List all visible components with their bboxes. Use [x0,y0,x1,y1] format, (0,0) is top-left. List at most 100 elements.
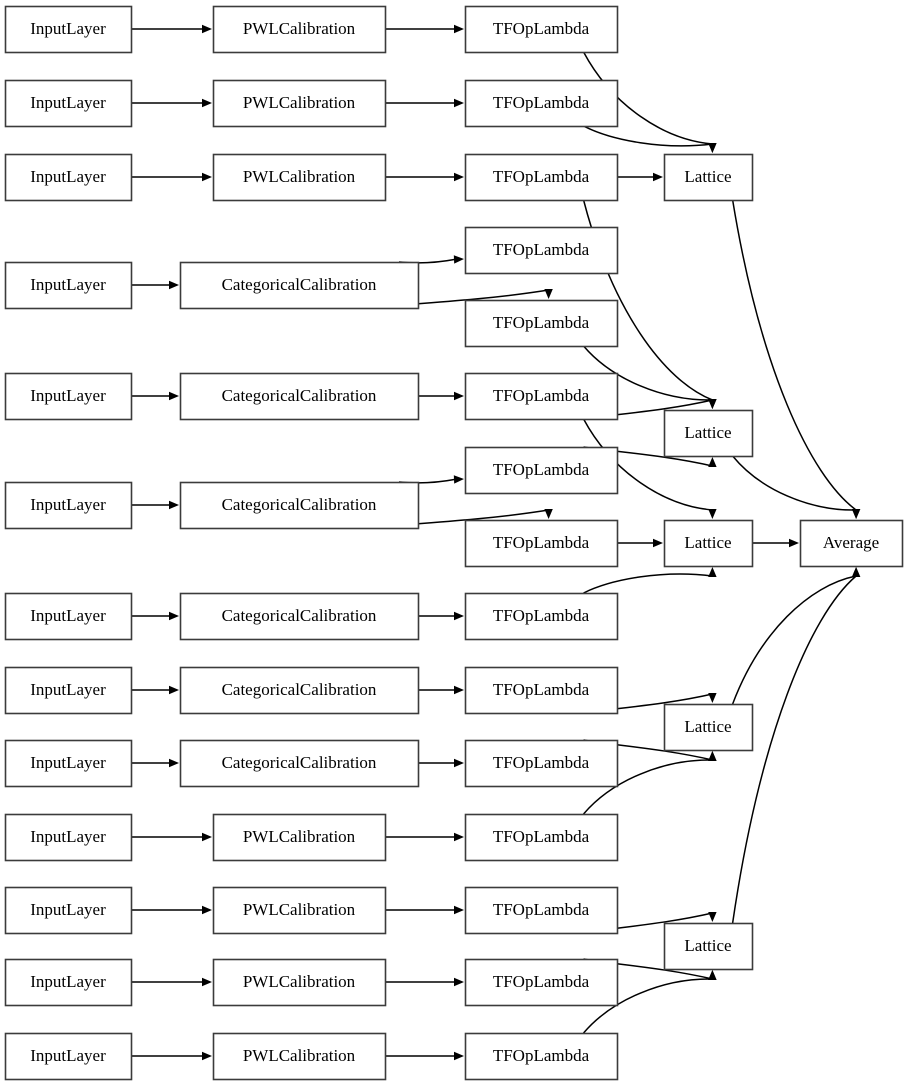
edge-arrowhead [202,832,212,842]
node-input-in5[interactable]: InputLayer [4,372,133,421]
edge-arrowhead [169,500,179,510]
node-input-in9[interactable]: InputLayer [4,739,133,788]
node-input-in3[interactable]: InputLayer [4,153,133,202]
node-lattice-lat4[interactable]: Lattice [663,703,754,752]
node-lambda-lam14[interactable]: TFOpLambda [464,958,619,1007]
edge-arrowhead [202,98,212,108]
node-input-in6[interactable]: InputLayer [4,481,133,530]
node-average-avg[interactable]: Average [799,519,904,568]
node-input-in1[interactable]: InputLayer [4,5,133,54]
edge-lam5-to-lat2 [582,345,713,401]
node-lambda-lam3[interactable]: TFOpLambda [464,153,619,202]
edge-arrowhead [454,758,464,768]
node-box [4,739,133,788]
node-box [663,409,754,458]
node-lambda-lam11[interactable]: TFOpLambda [464,739,619,788]
node-pwl-cal2[interactable]: PWLCalibration [212,79,387,128]
node-lambda-lam5[interactable]: TFOpLambda [464,299,619,348]
edge-arrowhead [454,832,464,842]
node-box [179,739,420,788]
node-input-in4[interactable]: InputLayer [4,261,133,310]
edge-arrowhead [454,98,464,108]
node-categorical-cal8[interactable]: CategoricalCalibration [179,666,420,715]
edge-arrowhead [454,1051,464,1061]
edge-arrowhead [169,280,179,290]
node-box [663,922,754,971]
node-box [4,481,133,530]
node-box [464,813,619,862]
edge-arrowhead [708,457,717,467]
edge-arrowhead [708,509,717,519]
node-categorical-cal7[interactable]: CategoricalCalibration [179,592,420,641]
node-input-in11[interactable]: InputLayer [4,886,133,935]
node-box [212,886,387,935]
node-pwl-cal10[interactable]: PWLCalibration [212,813,387,862]
node-box [464,226,619,275]
node-lambda-lam2[interactable]: TFOpLambda [464,79,619,128]
edge-arrowhead [851,567,861,577]
node-box [212,813,387,862]
node-lambda-lam1[interactable]: TFOpLambda [464,5,619,54]
edge-arrowhead [653,172,663,182]
node-input-in13[interactable]: InputLayer [4,1032,133,1081]
edge-arrowhead [708,970,717,980]
node-pwl-cal11[interactable]: PWLCalibration [212,886,387,935]
edge-arrowhead [169,758,179,768]
node-input-in7[interactable]: InputLayer [4,592,133,641]
node-box [464,5,619,54]
node-pwl-cal13[interactable]: PWLCalibration [212,1032,387,1081]
node-lambda-lam8[interactable]: TFOpLambda [464,519,619,568]
node-pwl-cal3[interactable]: PWLCalibration [212,153,387,202]
edge-lam15-to-lat5 [582,978,713,1034]
node-lambda-lam15[interactable]: TFOpLambda [464,1032,619,1081]
node-box [663,519,754,568]
edge-arrowhead [169,685,179,695]
node-lambda-lam4[interactable]: TFOpLambda [464,226,619,275]
edge-arrowhead [202,977,212,987]
node-box [464,666,619,715]
node-box [663,153,754,202]
node-box [4,958,133,1007]
node-lambda-lam9[interactable]: TFOpLambda [464,592,619,641]
node-lattice-lat2[interactable]: Lattice [663,409,754,458]
edge-arrowhead [202,905,212,915]
node-input-in2[interactable]: InputLayer [4,79,133,128]
node-box [464,958,619,1007]
edge-arrowhead [453,475,464,484]
node-lambda-lam12[interactable]: TFOpLambda [464,813,619,862]
node-lambda-lam10[interactable]: TFOpLambda [464,666,619,715]
node-lattice-lat5[interactable]: Lattice [663,922,754,971]
node-categorical-cal4[interactable]: CategoricalCalibration [179,261,420,310]
node-box [179,372,420,421]
node-input-in12[interactable]: InputLayer [4,958,133,1007]
node-box [4,79,133,128]
node-lambda-lam7[interactable]: TFOpLambda [464,446,619,495]
edge-arrowhead [544,509,553,519]
node-lambda-lam6[interactable]: TFOpLambda [464,372,619,421]
node-box [179,666,420,715]
edge-arrowhead [453,255,464,264]
node-box [464,592,619,641]
node-box [464,446,619,495]
node-categorical-cal6[interactable]: CategoricalCalibration [179,481,420,530]
node-categorical-cal9[interactable]: CategoricalCalibration [179,739,420,788]
edge-lam2-to-lat1 [583,125,713,147]
node-box [4,153,133,202]
node-categorical-cal5[interactable]: CategoricalCalibration [179,372,420,421]
node-lattice-lat1[interactable]: Lattice [663,153,754,202]
node-box [4,372,133,421]
node-pwl-cal1[interactable]: PWLCalibration [212,5,387,54]
edge-arrowhead [851,509,861,519]
node-box [212,958,387,1007]
edge-arrowhead [789,538,799,548]
node-box [464,886,619,935]
node-lattice-lat3[interactable]: Lattice [663,519,754,568]
node-lambda-lam13[interactable]: TFOpLambda [464,886,619,935]
node-box [179,261,420,310]
edge-arrowhead [708,912,717,922]
node-pwl-cal12[interactable]: PWLCalibration [212,958,387,1007]
node-box [4,666,133,715]
node-input-in8[interactable]: InputLayer [4,666,133,715]
node-input-in10[interactable]: InputLayer [4,813,133,862]
